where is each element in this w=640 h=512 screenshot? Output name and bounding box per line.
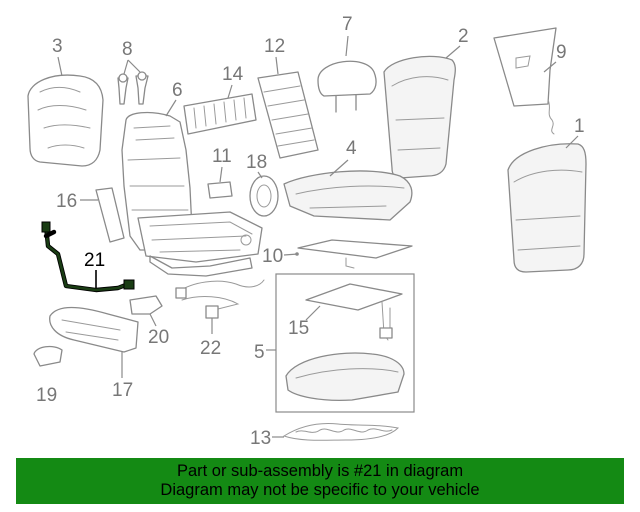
part-11-module[interactable] (207, 181, 233, 199)
part-2-back-cover[interactable] (383, 55, 456, 179)
part-10-seat-heater[interactable] (297, 239, 413, 269)
callout-14-label: 14 (222, 64, 244, 85)
part-17-side-shield[interactable] (49, 306, 139, 353)
callout-14: 14 (222, 64, 244, 99)
callout-2-label: 2 (458, 26, 469, 47)
part-22-seat-wiring[interactable] (175, 279, 265, 319)
callout-13-label: 13 (250, 428, 271, 449)
callout-17: 17 (112, 352, 133, 401)
seat-exploded-diagram: 3 8 6 14 12 (27, 14, 587, 449)
callout-8-label: 8 (122, 39, 133, 60)
part-3-back-panel[interactable] (27, 74, 104, 167)
callout-10: 10 (262, 246, 299, 267)
callout-4: 4 (329, 138, 357, 177)
callout-22: 22 (200, 318, 221, 359)
callout-6-label: 6 (172, 80, 183, 101)
callout-18-label: 18 (246, 152, 267, 173)
callout-7-label: 7 (342, 14, 353, 35)
callout-12: 12 (264, 36, 285, 75)
part-4-seat-cover[interactable] (283, 170, 413, 221)
part-6-seat-frame[interactable] (121, 111, 263, 277)
part-15-sensor-mat[interactable] (305, 283, 403, 341)
part-21-wiring-harness[interactable] (41, 221, 135, 293)
callout-11-label: 11 (212, 146, 232, 167)
callout-1-label: 1 (574, 116, 585, 137)
callout-19: 19 (36, 385, 57, 406)
callout-16: 16 (56, 191, 98, 212)
part-20-bracket[interactable] (129, 295, 163, 315)
callout-20-label: 20 (148, 327, 169, 348)
callout-2: 2 (445, 26, 469, 59)
part-12-back-mat[interactable] (257, 71, 319, 159)
callout-13: 13 (250, 428, 284, 449)
callout-12-label: 12 (264, 36, 285, 57)
callout-7: 7 (342, 14, 353, 57)
callout-3-label: 3 (52, 36, 63, 57)
callout-17-label: 17 (112, 380, 133, 401)
info-banner: Part or sub-assembly is #21 in diagram D… (16, 458, 624, 504)
callout-10-label: 10 (262, 246, 283, 267)
callout-22-label: 22 (200, 338, 221, 359)
callout-1: 1 (565, 116, 585, 149)
callout-5-label: 5 (254, 342, 265, 363)
callout-21: 21 (84, 250, 105, 288)
banner-line-disclaimer: Diagram may not be specific to your vehi… (160, 481, 480, 499)
part-8-clips[interactable] (117, 71, 149, 105)
part-5-cushion-box[interactable] (275, 273, 415, 413)
callout-9-label: 9 (556, 42, 567, 63)
part-14-lumbar-module[interactable] (183, 93, 257, 135)
callout-6: 6 (165, 80, 183, 117)
part-7-headrest[interactable] (317, 60, 377, 113)
part-16-trim[interactable] (95, 187, 125, 243)
callout-8: 8 (122, 39, 141, 75)
part-18-cover[interactable] (249, 175, 279, 217)
part-9-heater-pad[interactable] (493, 27, 557, 135)
callout-20: 20 (148, 313, 169, 348)
callout-5: 5 (254, 342, 276, 363)
callout-19-label: 19 (36, 385, 57, 406)
callout-18: 18 (246, 152, 267, 179)
callout-15-label: 15 (288, 318, 309, 339)
part-1-back-cushion[interactable] (507, 143, 587, 273)
part-13-spring-mat[interactable] (282, 423, 400, 441)
part-19-knob[interactable] (33, 345, 63, 367)
banner-line-part: Part or sub-assembly is #21 in diagram (176, 462, 464, 480)
callout-3: 3 (52, 36, 63, 77)
callout-21-label: 21 (84, 250, 105, 271)
callout-4-label: 4 (346, 138, 357, 159)
callout-9: 9 (543, 42, 567, 73)
callout-16-label: 16 (56, 191, 77, 212)
part-5-seat-cushion-foam (285, 352, 405, 402)
callout-15: 15 (288, 305, 321, 339)
callout-11: 11 (212, 146, 232, 183)
